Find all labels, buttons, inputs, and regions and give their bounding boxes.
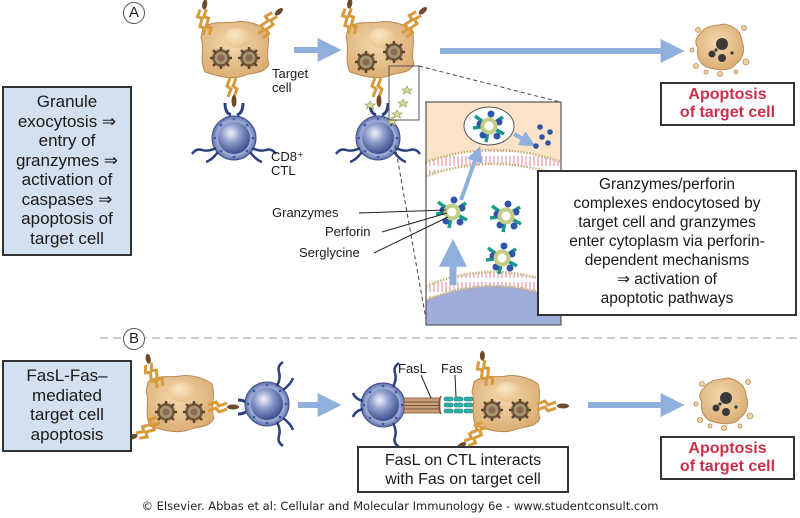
- granule-exocytosis-summary: Granule exocytosis ⇒ entry of granzymes …: [2, 86, 132, 256]
- released-granules: [364, 85, 413, 126]
- copyright-footer: © Elsevier. Abbas et al: Cellular and Mo…: [141, 499, 659, 513]
- granzyme-mechanism-box: Granzymes/perforin complexes endocytosed…: [537, 170, 797, 316]
- ctl-cell-a2: [334, 115, 422, 164]
- mechanism-line: enter cytoplasm via perforin-: [569, 233, 765, 250]
- summary-line: mediated: [32, 385, 102, 405]
- mechanism-line: apoptotic pathways: [600, 290, 734, 307]
- panel-letter-b: B: [123, 328, 145, 350]
- summary-line: apoptosis: [30, 424, 104, 444]
- apoptosis-outcome-b: Apoptosis of target cell: [660, 436, 795, 480]
- tcr-mhc-synapse: [368, 77, 390, 117]
- ctl-cell-a1: [190, 115, 278, 164]
- fasl-label: FasL: [398, 361, 427, 376]
- label-line: CTL: [271, 163, 296, 178]
- granzymes-label: Granzymes: [272, 205, 339, 220]
- summary-line: granzymes ⇒: [15, 150, 119, 170]
- outcome-line: of target cell: [679, 104, 776, 121]
- summary-line: activation of: [21, 170, 113, 189]
- apoptotic-cell-a: [689, 23, 750, 77]
- ctl-cell-b1: [244, 360, 295, 448]
- mechanism-line: dependent mechanisms: [584, 252, 750, 269]
- summary-line: caspases ⇒: [21, 189, 113, 209]
- mechanism-line: Granzymes/perforin: [598, 176, 736, 193]
- apoptotic-cell-b: [693, 377, 754, 431]
- target-cell-label: Target cell: [272, 67, 308, 95]
- summary-line: target cell: [30, 228, 104, 248]
- tcr-mhc-synapse-b: [207, 398, 250, 416]
- fasl-leader: [420, 374, 432, 399]
- fas-label: Fas: [441, 361, 463, 376]
- mechanism-line: complexes endocytosed by: [573, 195, 761, 212]
- fasl-fas-summary: FasL-Fas– mediated target cell apoptosis: [2, 360, 132, 452]
- outcome-line: Apoptosis: [688, 86, 767, 103]
- mechanism-line: target cell and granzymes: [578, 214, 756, 231]
- fas-leader: [454, 374, 457, 398]
- label-line: Target: [272, 66, 309, 81]
- summary-line: Granule: [36, 92, 98, 111]
- apoptosis-outcome-a: Apoptosis of target cell: [660, 82, 795, 126]
- leader-lines: [358, 209, 449, 254]
- synapse-inset: [426, 102, 561, 325]
- interaction-line: FasL on CTL interacts: [384, 452, 542, 469]
- summary-line: target cell: [30, 405, 104, 424]
- mhc-molecule: [536, 399, 569, 413]
- ctl-cell-b2: [351, 361, 406, 449]
- interaction-line: with Fas on target cell: [385, 471, 541, 488]
- summary-line: FasL-Fas–: [26, 366, 108, 385]
- label-line: cell: [272, 80, 292, 95]
- outcome-line: of target cell: [679, 458, 776, 475]
- zoom-region-marker: [388, 65, 420, 121]
- outcome-line: Apoptosis: [688, 440, 767, 457]
- summary-line: entry of: [38, 131, 96, 150]
- summary-line: exocytosis ⇒: [17, 111, 117, 131]
- ctl-label: CD8⁺ CTL: [271, 150, 304, 178]
- zoom-guide-top: [418, 65, 561, 103]
- fas-molecule: [443, 396, 474, 414]
- serglycine-label: Serglycine: [299, 245, 360, 260]
- fasl-interaction-box: FasL on CTL interacts with Fas on target…: [357, 446, 569, 493]
- label-line: CD8⁺: [271, 149, 304, 164]
- perforin-label: Perforin: [325, 224, 371, 239]
- tcr-mhc-synapse: [223, 77, 245, 117]
- fasl-molecule: [403, 395, 442, 415]
- panel-letter-a: A: [123, 2, 145, 24]
- mechanism-line: ⇒ activation of: [616, 271, 717, 288]
- summary-line: apoptosis of: [21, 209, 113, 228]
